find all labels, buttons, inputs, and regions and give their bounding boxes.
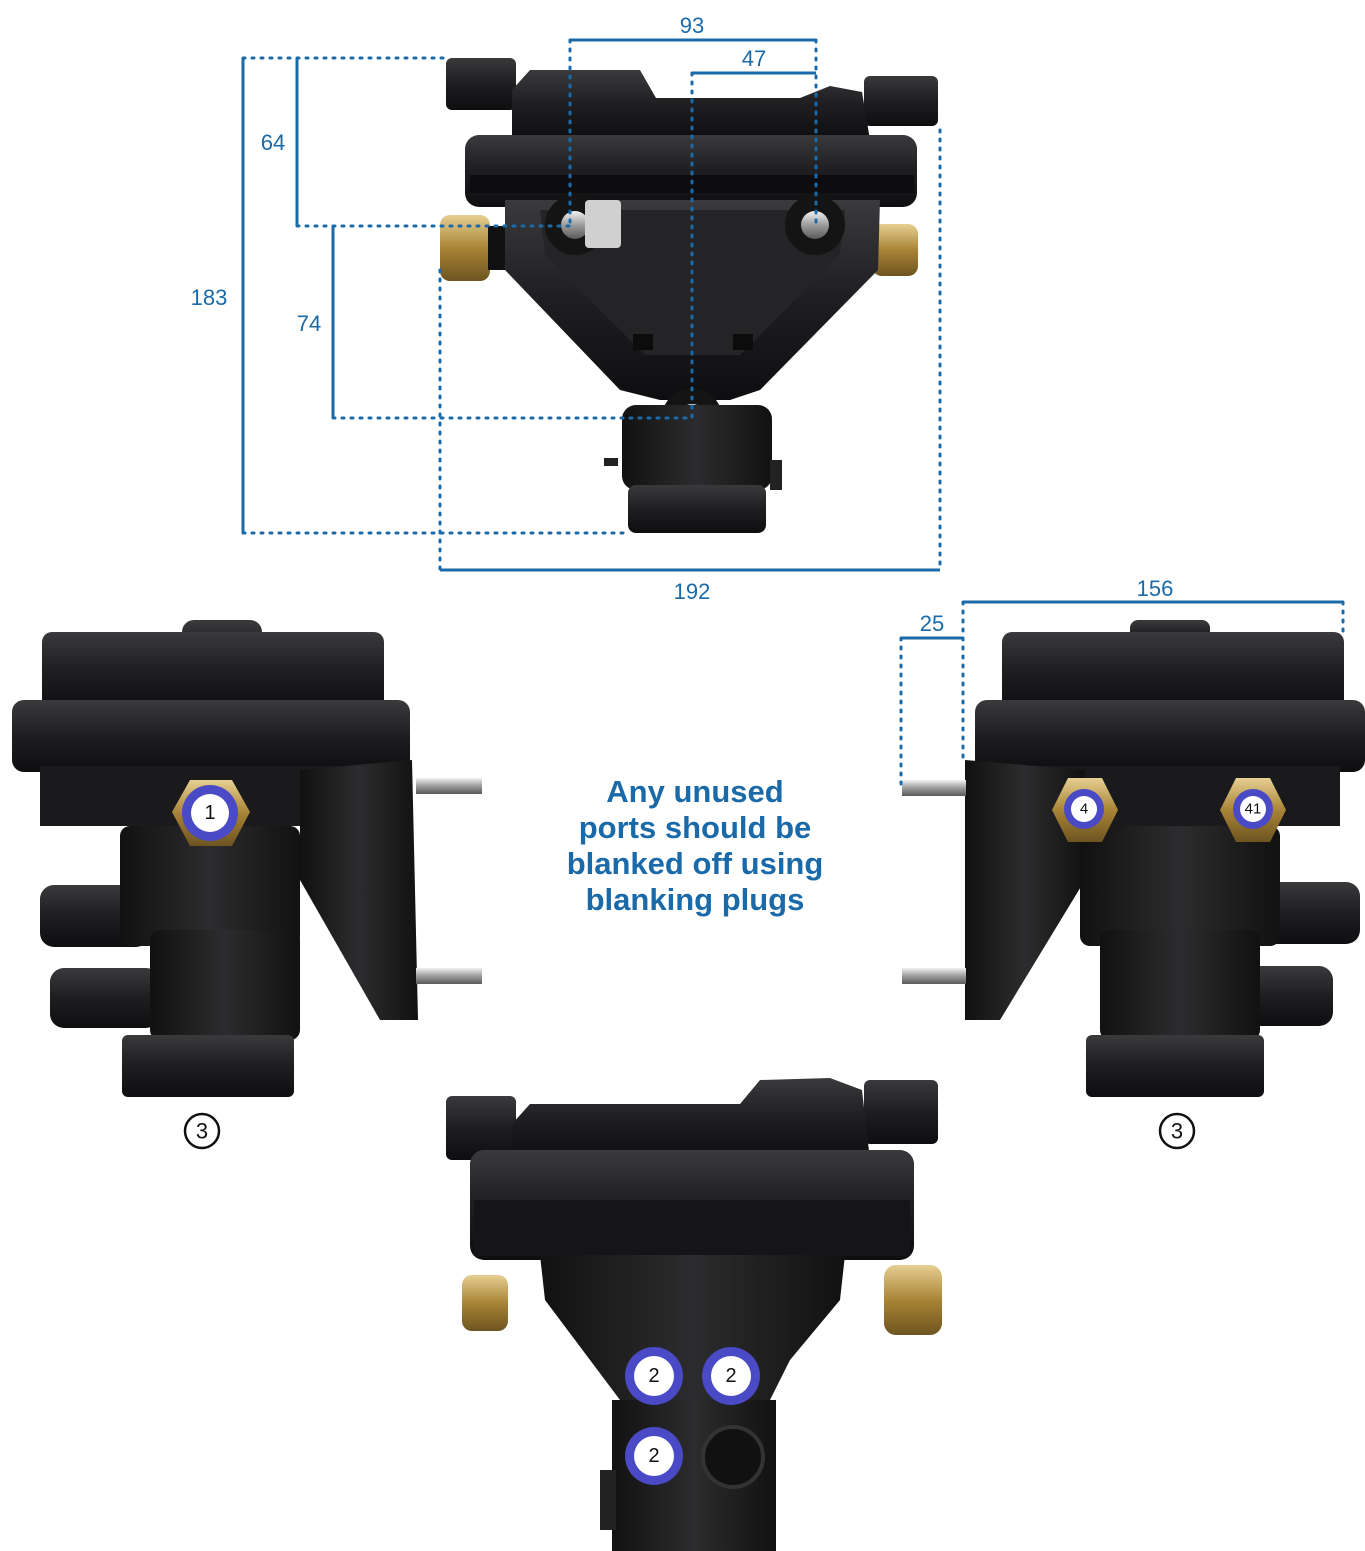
dimension-156-label: 156 xyxy=(1137,576,1174,601)
dimension-183-label: 183 xyxy=(191,285,228,310)
dimension-47-label: 47 xyxy=(742,46,766,71)
dimension-192-label: 192 xyxy=(674,579,711,604)
right-view-marker: 3 xyxy=(1158,1112,1196,1150)
port-2-bottom: 2 xyxy=(625,1427,683,1485)
left-view-marker-label: 3 xyxy=(196,1119,208,1144)
bottom-view-valve xyxy=(446,1078,942,1551)
dimension-25-label: 25 xyxy=(920,611,944,636)
top-view-valve xyxy=(440,58,938,533)
port-41-label: 41 xyxy=(1245,801,1262,818)
port-4: 4 xyxy=(1064,789,1104,829)
dimension-74-label: 74 xyxy=(297,311,321,336)
port-1-label: 1 xyxy=(204,802,215,824)
dimension-64-label: 64 xyxy=(261,130,285,155)
port-4-label: 4 xyxy=(1080,801,1088,818)
port-2-label: 2 xyxy=(725,1365,736,1387)
port-2-top-left: 2 xyxy=(625,1347,683,1405)
port-2-label: 2 xyxy=(648,1445,659,1467)
port-2-label: 2 xyxy=(648,1365,659,1387)
right-side-view-valve xyxy=(902,620,1365,1097)
right-view-marker-label: 3 xyxy=(1171,1119,1183,1144)
unused-ports-note: Any unused ports should be blanked off u… xyxy=(566,774,824,917)
port-1: 1 xyxy=(182,785,238,841)
top-view-dimensions xyxy=(241,38,942,572)
dimension-93-label: 93 xyxy=(680,13,704,38)
port-2-top-right: 2 xyxy=(702,1347,760,1405)
right-view-dimensions xyxy=(899,600,1345,792)
port-41: 41 xyxy=(1233,789,1273,829)
left-view-marker: 3 xyxy=(183,1112,221,1150)
left-side-view-valve xyxy=(12,620,482,1097)
